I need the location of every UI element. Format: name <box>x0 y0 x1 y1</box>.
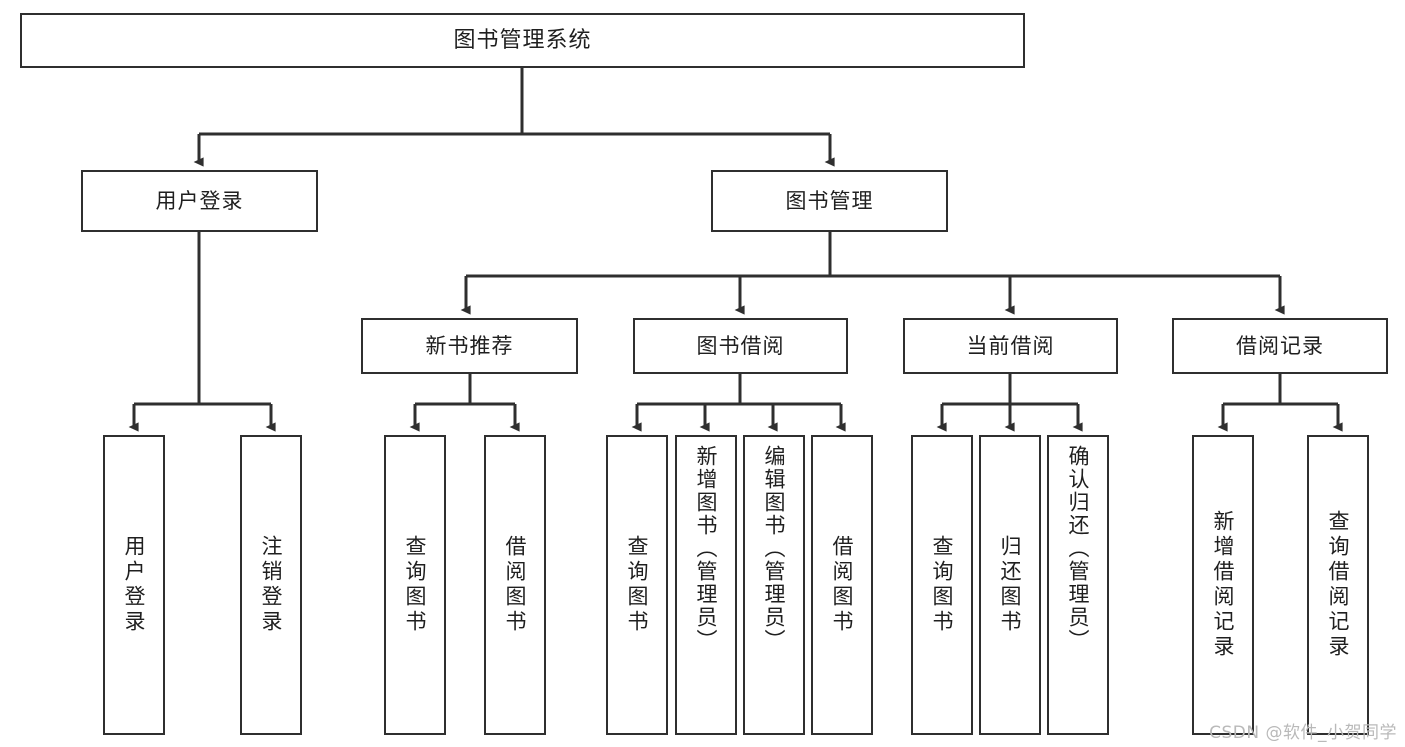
node-label: 图书借阅 <box>696 333 785 358</box>
node-label: 新增借阅记录 <box>1211 510 1236 660</box>
node-label: 借阅图书 <box>830 535 855 635</box>
node-label: 当前借阅 <box>966 333 1055 358</box>
leaf-logout[interactable]: 注销登录 <box>240 435 302 735</box>
node-label: 新书推荐 <box>425 333 514 358</box>
leaf-add-book-admin[interactable]: 新增图书（管理员） <box>675 435 737 735</box>
node-label: 用户登录 <box>122 535 147 635</box>
leaf-borrow-book-recommend[interactable]: 借阅图书 <box>484 435 546 735</box>
leaf-edit-book-admin[interactable]: 编辑图书（管理员） <box>743 435 805 735</box>
node-new-book-recommend[interactable]: 新书推荐 <box>361 318 578 374</box>
node-book-management[interactable]: 图书管理 <box>711 170 948 232</box>
node-label: 用户登录 <box>155 188 244 213</box>
node-label: 确认归还（管理员） <box>1066 445 1091 652</box>
leaf-query-book-borrow[interactable]: 查询图书 <box>606 435 668 735</box>
node-user-login[interactable]: 用户登录 <box>81 170 318 232</box>
node-book-borrow[interactable]: 图书借阅 <box>633 318 848 374</box>
node-label: 图书管理系统 <box>453 27 592 53</box>
leaf-return-book[interactable]: 归还图书 <box>979 435 1041 735</box>
node-label: 查询图书 <box>930 535 955 635</box>
leaf-add-borrow-record[interactable]: 新增借阅记录 <box>1192 435 1254 735</box>
leaf-user-login[interactable]: 用户登录 <box>103 435 165 735</box>
node-root-system[interactable]: 图书管理系统 <box>20 13 1025 68</box>
leaf-query-book-current[interactable]: 查询图书 <box>911 435 973 735</box>
leaf-query-borrow-record[interactable]: 查询借阅记录 <box>1307 435 1369 735</box>
node-label: 编辑图书（管理员） <box>762 445 787 652</box>
leaf-borrow-book-borrow[interactable]: 借阅图书 <box>811 435 873 735</box>
node-label: 查询借阅记录 <box>1326 510 1351 660</box>
node-label: 新增图书（管理员） <box>694 445 719 652</box>
node-borrow-records[interactable]: 借阅记录 <box>1172 318 1388 374</box>
node-label: 归还图书 <box>998 535 1023 635</box>
leaf-query-book-recommend[interactable]: 查询图书 <box>384 435 446 735</box>
node-current-borrow[interactable]: 当前借阅 <box>903 318 1118 374</box>
node-label: 注销登录 <box>259 535 284 635</box>
node-label: 借阅记录 <box>1236 333 1324 358</box>
leaf-confirm-return-admin[interactable]: 确认归还（管理员） <box>1047 435 1109 735</box>
node-label: 查询图书 <box>403 535 428 635</box>
node-label: 借阅图书 <box>503 535 528 635</box>
node-label: 查询图书 <box>625 535 650 635</box>
node-label: 图书管理 <box>785 188 874 213</box>
